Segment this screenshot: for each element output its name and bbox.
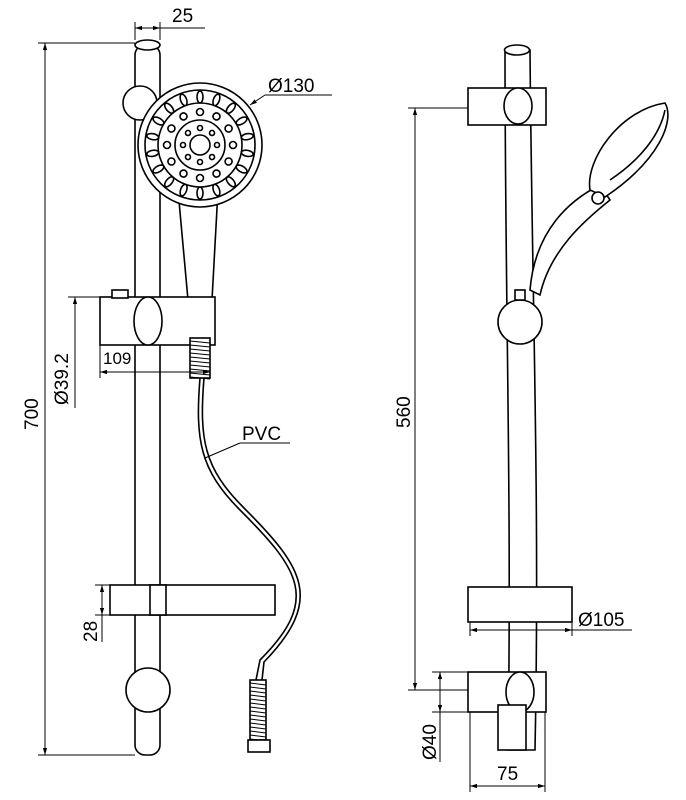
nozzle xyxy=(179,141,187,149)
dim-head-diameter: Ø130 xyxy=(268,76,314,97)
nozzle xyxy=(224,157,233,166)
nozzle xyxy=(225,175,237,188)
front-view: 700 25 Ø130 Ø39.2 109 PVC 28 xyxy=(22,6,332,756)
side-view: 560 Ø105 Ø40 75 xyxy=(394,44,669,792)
nozzle xyxy=(235,164,248,174)
label-pvc: PVC xyxy=(242,424,281,445)
nozzle xyxy=(162,140,172,150)
nozzle xyxy=(152,116,165,126)
nozzle xyxy=(213,141,221,149)
dim-109: 109 xyxy=(103,349,131,368)
nozzle xyxy=(163,175,175,188)
nozzle xyxy=(163,102,175,115)
nozzle xyxy=(225,102,237,115)
nozzle xyxy=(179,183,188,197)
pvc-hose xyxy=(197,377,297,681)
nozzle xyxy=(208,129,216,137)
soap-dish xyxy=(109,584,276,616)
nozzle xyxy=(235,116,248,126)
nozzle xyxy=(179,169,188,178)
dim-28: 28 xyxy=(81,621,102,642)
slide-rail-side xyxy=(504,49,538,751)
nozzle xyxy=(196,124,204,132)
dim-bracket-diameter: Ø40 xyxy=(420,724,441,760)
dim-560: 560 xyxy=(394,396,415,428)
nozzle xyxy=(228,140,238,150)
dim-soap-dish-width: Ø105 xyxy=(578,610,624,631)
nozzle xyxy=(196,158,204,166)
nozzle xyxy=(212,112,221,121)
handle-side xyxy=(529,183,612,297)
nozzle xyxy=(145,149,160,158)
shower-head-side xyxy=(588,102,669,198)
soap-dish-side xyxy=(467,586,573,623)
nozzle xyxy=(224,124,233,133)
nozzle xyxy=(145,132,160,141)
nozzle xyxy=(167,157,176,166)
dim-700: 700 xyxy=(22,398,43,430)
hose-spring-top xyxy=(189,337,211,380)
nozzle xyxy=(212,169,221,178)
hose-spring-bottom xyxy=(249,679,267,742)
nozzle xyxy=(179,112,188,121)
nozzle xyxy=(196,90,204,104)
holder-button xyxy=(111,289,129,299)
nozzle xyxy=(212,93,221,107)
nozzle xyxy=(167,124,176,133)
dim-holder-diameter: Ø39.2 xyxy=(52,353,73,405)
nozzle xyxy=(184,129,192,137)
nozzle xyxy=(195,173,205,183)
nozzle xyxy=(184,153,192,161)
nozzle xyxy=(195,107,205,117)
nozzle xyxy=(208,153,216,161)
nozzle xyxy=(179,93,188,107)
shower-head-front xyxy=(137,82,263,208)
holder-side xyxy=(497,299,543,345)
dim-25: 25 xyxy=(172,6,193,27)
rail-top-cap xyxy=(134,39,161,51)
nozzle xyxy=(212,183,221,197)
nozzle xyxy=(240,149,255,158)
hose-nut xyxy=(247,739,271,753)
dim-75: 75 xyxy=(497,764,518,785)
nozzle xyxy=(152,164,165,174)
nozzle xyxy=(196,186,204,200)
nozzle xyxy=(240,132,255,141)
bottom-bracket xyxy=(125,667,171,713)
